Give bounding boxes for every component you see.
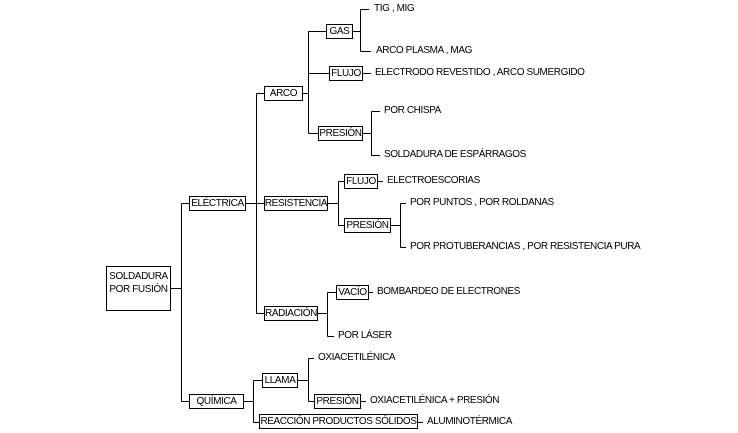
leaf-aluminotermica: ALUMINOTÉRMICA: [427, 416, 512, 427]
node-reaccion-productos-solidos: REACCIÓN PRODUCTOS SÓLIDOS: [259, 414, 418, 429]
node-quimica: QUÍMICA: [189, 394, 244, 409]
leaf-tig-mig: TIG , MIG: [374, 3, 415, 14]
leaf-bombardeo-de-electrones: BOMBARDEO DE ELECTRONES: [377, 286, 521, 297]
leaf-por-laser: POR LÁSER: [338, 330, 392, 341]
leaf-arco-plasma-mag: ARCO PLASMA , MAG: [376, 45, 473, 56]
leaf-oxiacetilenica: OXIACETILÉNICA: [318, 352, 396, 363]
node-llama-presion: PRESIÓN: [314, 394, 361, 409]
leaf-electroescorias: ELECTROESCORIAS: [387, 175, 480, 186]
node-resistencia: RESISTENCIA: [264, 196, 328, 211]
node-radiacion: RADIACIÓN: [264, 306, 318, 321]
node-soldadura-por-fusion: SOLDADURA POR FUSIÓN: [106, 266, 171, 311]
node-resistencia-presion: PRESIÓN: [344, 218, 391, 233]
leaf-por-chispa: POR CHISPA: [384, 105, 441, 116]
leaf-por-protuberancias-por-resistencia-pura: POR PROTUBERANCIAS , POR RESISTENCIA PUR…: [410, 241, 641, 252]
node-arco-flujo: FLUJO: [329, 66, 363, 81]
leaf-electrodo-revestido-arco-sumergido: ELECTRODO REVESTIDO , ARCO SUMERGIDO: [375, 67, 585, 78]
leaf-por-puntos-por-roldanas: POR PUNTOS , POR ROLDANAS: [410, 197, 554, 208]
node-resistencia-flujo: FLUJO: [344, 174, 378, 189]
node-gas: GAS: [326, 24, 353, 39]
node-llama: LLAMA: [262, 373, 298, 388]
leaf-oxiacetilenica-mas-presion: OXIACETILÉNICA + PRESIÓN: [370, 395, 500, 406]
node-arco-presion: PRESIÓN: [318, 126, 363, 141]
node-electrica: ELÉCTRICA: [189, 196, 246, 211]
node-arco: ARCO: [264, 86, 303, 101]
node-vacio: VACÍO: [336, 285, 369, 300]
leaf-soldadura-de-esparragos: SOLDADURA DE ESPÁRRAGOS: [384, 149, 526, 160]
